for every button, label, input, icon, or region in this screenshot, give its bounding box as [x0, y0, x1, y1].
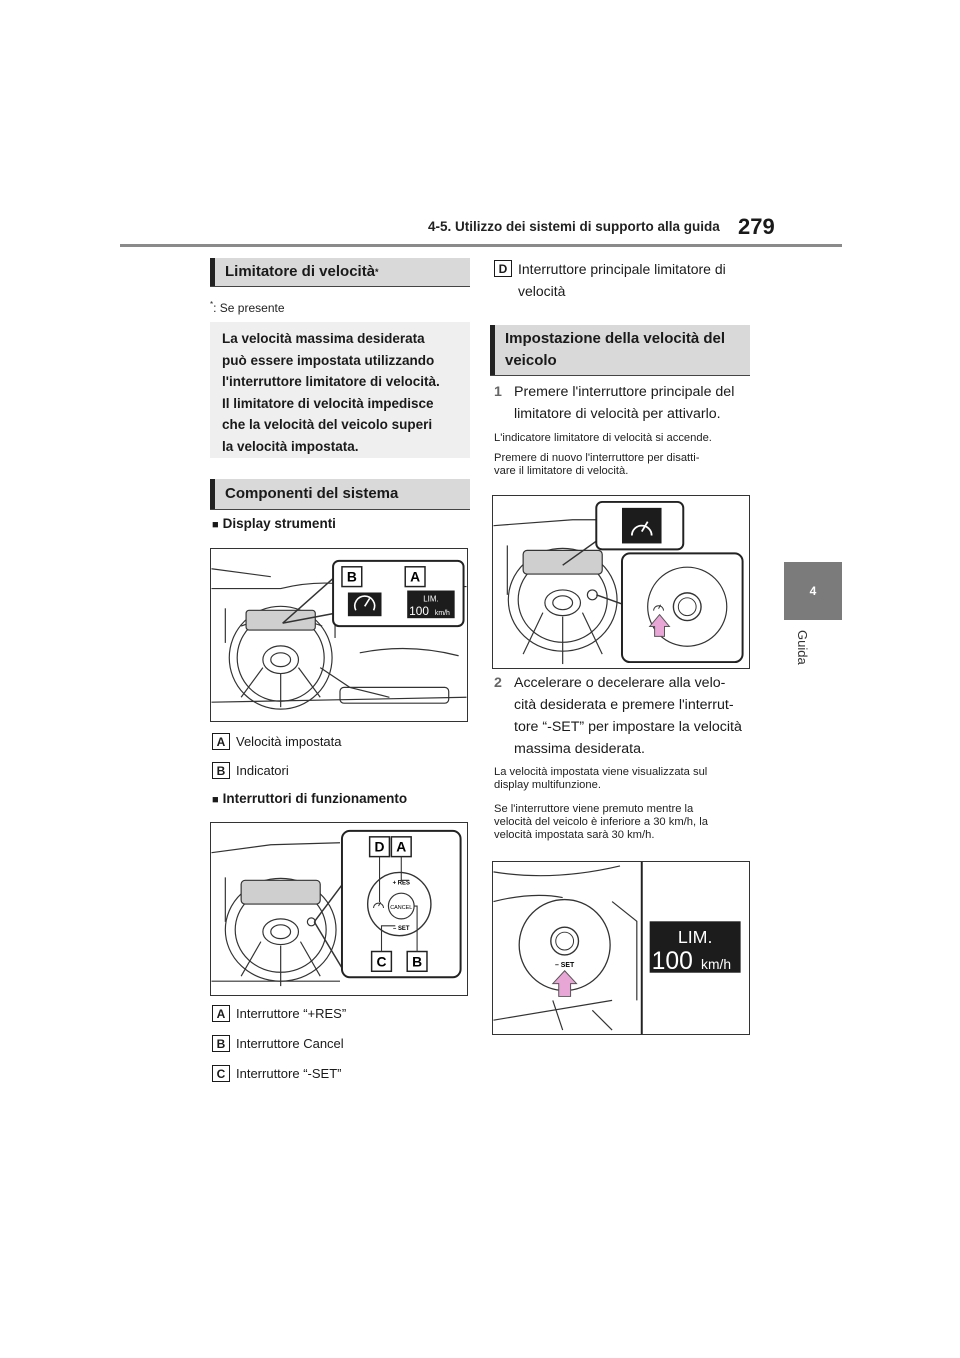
intro-box: La velocità massima desiderata può esser…: [210, 322, 470, 458]
intro-line: Il limitatore di velocità impedisce: [222, 393, 462, 415]
step-1: 1 Premere l'interruttore principale del …: [494, 381, 750, 425]
legend-text: Interruttore “+RES”: [236, 1006, 346, 1021]
intro-line: La velocità massima desiderata: [222, 328, 462, 350]
step-text-line: Premere l'interruttore principale del: [514, 381, 750, 403]
callout-a: A: [396, 839, 406, 855]
note-line: La velocità impostata viene visualizzata…: [494, 766, 750, 779]
legend-badge: A: [212, 733, 230, 750]
note-line: velocità impostata sarà 30 km/h.: [494, 829, 750, 842]
footnote-text: : Se presente: [213, 301, 284, 315]
step-text-line: tore “-SET” per impostare la velocità: [514, 716, 750, 738]
note-line: Premere di nuovo l'interruttore per disa…: [494, 452, 750, 465]
section-title-line: veicolo: [505, 350, 725, 372]
step1-note-1: L'indicatore limitatore di velocità si a…: [494, 432, 750, 445]
section-underline: [210, 509, 470, 510]
subheading-switches: Interruttori di funzionamento: [212, 791, 407, 806]
legend-badge: C: [212, 1065, 230, 1082]
legend-text: Interruttore Cancel: [236, 1036, 344, 1051]
chapter-tab-label: Guida: [795, 630, 810, 665]
step-text-line: limitatore di velocità per attivarlo.: [514, 403, 750, 425]
note-line: Se l'interruttore viene premuto mentre l…: [494, 803, 750, 816]
callout-c: C: [377, 953, 387, 969]
footnote: *: Se presente: [210, 300, 285, 315]
step1-note-2: Premere di nuovo l'interruttore per disa…: [494, 452, 750, 478]
lim-label: LIM.: [423, 594, 438, 603]
step-text-line: cità desiderata e premere l'interrut-: [514, 694, 750, 716]
legend-item: C Interruttore “-SET”: [212, 1065, 341, 1082]
figure-set-switch: – SET LIM. 100 km/h: [492, 861, 750, 1035]
figure-instrument-display: B A LIM. 100 km/h: [210, 548, 468, 722]
note-line: vare il limitatore di velocità.: [494, 465, 750, 478]
step-text-line: Accelerare o decelerare alla velo-: [514, 672, 750, 694]
legend-item: A Interruttore “+RES”: [212, 1005, 346, 1022]
section-title-text: Limitatore di velocità: [225, 261, 375, 283]
set-label: – SET: [555, 962, 575, 969]
step-2: 2 Accelerare o decelerare alla velo- cit…: [494, 672, 750, 760]
callout-d: D: [375, 839, 385, 855]
instrument-display-illustration: B A LIM. 100 km/h: [211, 549, 467, 721]
step2-note-1: La velocità impostata viene visualizzata…: [494, 766, 750, 792]
legend-text: Interruttore “-SET”: [236, 1066, 341, 1081]
main-switch-illustration: [493, 496, 749, 668]
res-label: + RES: [393, 880, 410, 886]
section-title-speed-limiter: Limitatore di velocità*: [210, 258, 470, 286]
callout-b: B: [347, 569, 357, 585]
step2-note-2: Se l'interruttore viene premuto mentre l…: [494, 803, 750, 842]
step-number: 1: [494, 381, 514, 425]
subheading-display: Display strumenti: [212, 516, 336, 531]
legend-item: A Velocità impostata: [212, 733, 342, 750]
cancel-label: CANCEL: [390, 905, 412, 911]
step-text-line: massima desiderata.: [514, 738, 750, 760]
intro-line: che la velocità del veicolo superi: [222, 414, 462, 436]
lim-label: LIM.: [678, 927, 713, 947]
callout-b: B: [412, 953, 422, 969]
section-asterisk: *: [375, 261, 379, 283]
legend-text-line: velocità: [518, 280, 726, 302]
callout-a: A: [410, 569, 420, 585]
legend-text: Indicatori: [236, 763, 289, 778]
operation-switches-illustration: D A C B CANCEL + RES – SET: [211, 823, 467, 995]
legend-text-line: Interruttore principale limitatore di: [518, 258, 726, 280]
section-title-components: Componenti del sistema: [210, 479, 470, 509]
legend-badge: D: [494, 260, 512, 277]
intro-line: può essere impostata utilizzando: [222, 350, 462, 372]
legend-text: Velocità impostata: [236, 734, 342, 749]
legend-item: B Interruttore Cancel: [212, 1035, 344, 1052]
page-number: 279: [738, 214, 775, 240]
lim-unit: km/h: [435, 610, 450, 617]
section-underline: [210, 286, 470, 287]
section-title-text: Componenti del sistema: [225, 483, 398, 505]
legend-item: B Indicatori: [212, 762, 289, 779]
intro-line: l'interruttore limitatore di velocità.: [222, 371, 462, 393]
chapter-title: 4-5. Utilizzo dei sistemi di supporto al…: [428, 219, 720, 234]
legend-item-d: D Interruttore principale limitatore di …: [494, 258, 726, 302]
chapter-tab[interactable]: 4: [784, 562, 842, 620]
figure-operation-switches: D A C B CANCEL + RES – SET: [210, 822, 468, 996]
set-switch-illustration: – SET LIM. 100 km/h: [493, 862, 749, 1034]
section-underline: [490, 375, 750, 376]
legend-badge: B: [212, 1035, 230, 1052]
lim-unit: km/h: [701, 956, 731, 972]
section-title-setting-speed: Impostazione della velocità del veicolo: [490, 325, 750, 375]
step-number: 2: [494, 672, 514, 760]
note-line: display multifunzione.: [494, 779, 750, 792]
header-divider: [120, 244, 842, 247]
lim-value: 100: [652, 948, 693, 975]
note-line: velocità del veicolo è inferiore a 30 km…: [494, 816, 750, 829]
legend-badge: A: [212, 1005, 230, 1022]
lim-value: 100: [409, 604, 429, 618]
section-title-line: Impostazione della velocità del: [505, 328, 725, 350]
set-label: – SET: [393, 926, 410, 932]
legend-badge: B: [212, 762, 230, 779]
figure-main-switch-press: [492, 495, 750, 669]
intro-line: la velocità impostata.: [222, 436, 462, 458]
chapter-tab-number: 4: [810, 584, 817, 598]
